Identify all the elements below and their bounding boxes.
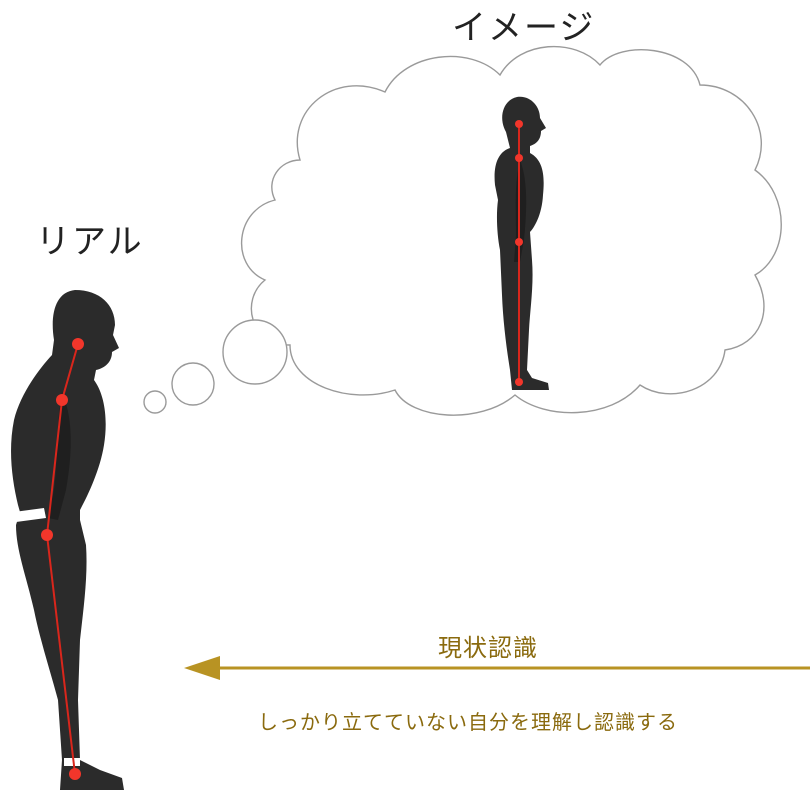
real-joint-head <box>72 338 84 350</box>
real-figure-sock <box>64 758 80 766</box>
thought-bubble-small <box>143 390 167 414</box>
real-figure-silhouette <box>11 290 124 790</box>
arrow-label: 現状認識 <box>438 634 538 662</box>
ideal-joint-hip <box>515 238 523 246</box>
real-alignment-line <box>45 343 79 775</box>
ideal-figure-arm <box>514 160 527 262</box>
arrow-head <box>184 656 220 680</box>
ideal-joint-head <box>515 120 523 128</box>
real-title: リアル <box>36 222 144 262</box>
ideal-joint-ankle <box>515 378 523 386</box>
arrow-description: しっかり立てていない自分を理解し認識する <box>258 710 678 734</box>
ideal-joint-shoulder <box>515 154 523 162</box>
thought-bubble-large <box>222 319 288 385</box>
thought-cloud-icon <box>143 45 782 416</box>
real-joint-hip <box>41 529 53 541</box>
real-figure-waistband <box>14 508 46 522</box>
real-joint-ankle <box>69 768 81 780</box>
real-alignment <box>41 338 84 780</box>
image-title: イメージ <box>452 8 596 48</box>
real-figure-arm <box>48 392 71 520</box>
thought-bubble-medium <box>171 362 215 406</box>
real-joint-shoulder <box>56 394 68 406</box>
ideal-alignment <box>515 120 523 386</box>
real-figure-icon <box>11 290 124 790</box>
arrow-left-icon <box>184 656 810 680</box>
